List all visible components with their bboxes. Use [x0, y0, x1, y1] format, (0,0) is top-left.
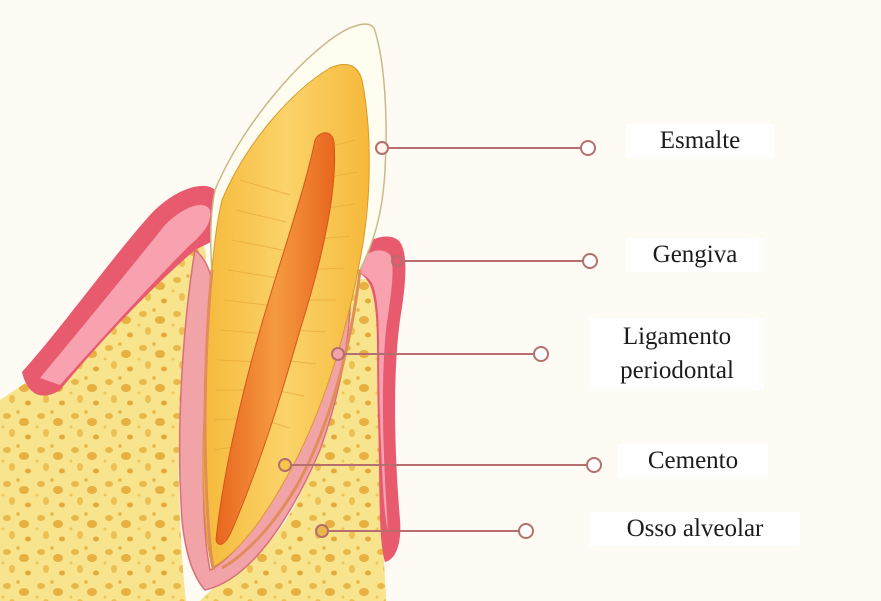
label-ligamento-periodontal: Ligamento periodontal — [590, 318, 764, 390]
label-ligamento-line2: periodontal — [590, 354, 764, 388]
point-cemento-end — [587, 458, 601, 472]
label-gengiva: Gengiva — [626, 238, 764, 272]
point-osso-start — [316, 525, 328, 537]
label-osso-alveolar: Osso alveolar — [590, 512, 800, 546]
point-gengiva-start — [392, 256, 402, 266]
label-esmalte: Esmalte — [626, 124, 774, 158]
label-cemento: Cemento — [618, 444, 768, 478]
point-ligamento-start — [332, 348, 344, 360]
point-gengiva-end — [583, 254, 597, 268]
label-cemento-text: Cemento — [618, 444, 768, 478]
point-esmalte-end — [581, 141, 595, 155]
label-ligamento-line1: Ligamento — [590, 320, 764, 354]
point-osso-end — [519, 524, 533, 538]
label-gengiva-text: Gengiva — [626, 238, 764, 272]
point-cemento-start — [279, 459, 291, 471]
label-osso-text: Osso alveolar — [590, 512, 800, 546]
point-ligamento-end — [534, 347, 548, 361]
label-esmalte-text: Esmalte — [626, 124, 774, 158]
point-esmalte-start — [376, 142, 388, 154]
